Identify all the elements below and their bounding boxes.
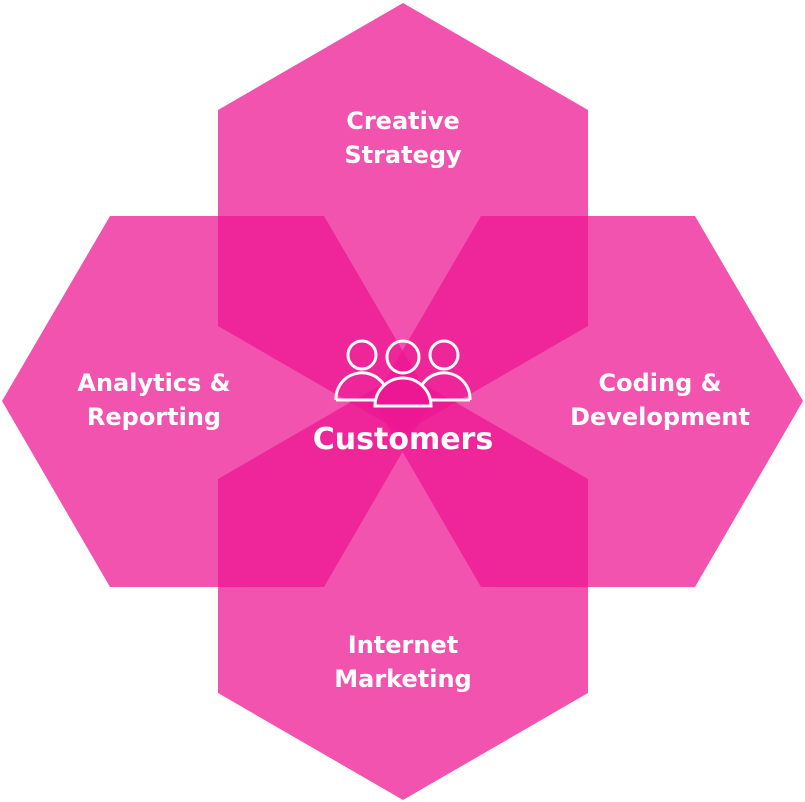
center-label: Customers: [313, 422, 493, 457]
label-right-line2: Development: [570, 403, 750, 431]
hexagon-analytics-reporting: [2, 216, 432, 587]
hexagon-coding-development: [373, 216, 803, 587]
label-top-line1: Creative: [346, 107, 460, 135]
label-top-line2: Strategy: [344, 141, 462, 169]
label-bottom-line1: Internet: [348, 631, 458, 659]
label-left-line1: Analytics &: [77, 369, 230, 397]
customers-group-icon: [334, 339, 472, 408]
label-left-line2: Reporting: [87, 403, 221, 431]
label-bottom-line2: Marketing: [334, 665, 471, 693]
label-right-line1: Coding &: [598, 369, 721, 397]
